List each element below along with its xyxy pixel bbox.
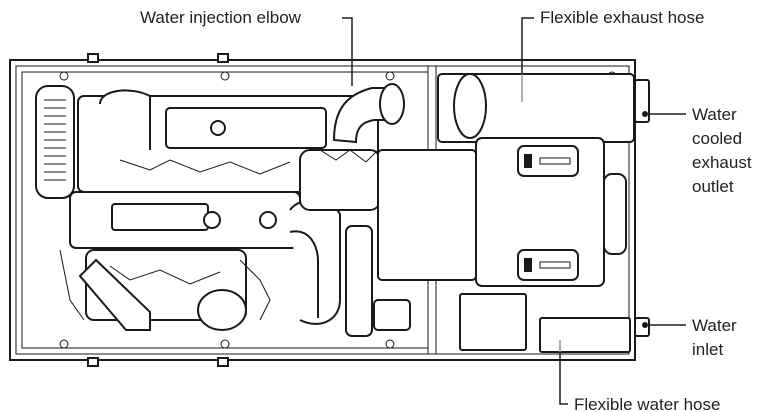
label-water-cooled-exhaust-outlet: Water cooled exhaust outlet — [692, 105, 756, 196]
label-water-injection-elbow: Water injection elbow — [140, 8, 302, 27]
leader-water-injection-elbow — [342, 17, 353, 86]
leader-flexible-water-hose — [559, 352, 568, 405]
leader-lines — [342, 17, 686, 405]
label-water-inlet-line: inlet — [692, 340, 723, 359]
label-water-cooled-exhaust-outlet-line: outlet — [692, 177, 734, 196]
label-water-inlet-line: Water — [692, 316, 737, 335]
label-flexible-exhaust-hose: Flexible exhaust hose — [540, 8, 704, 27]
leader-flexible-exhaust-hose — [521, 17, 534, 74]
generator-set-drawing — [9, 53, 650, 367]
label-water-inlet: Water inlet — [692, 316, 741, 359]
label-water-cooled-exhaust-outlet-line: exhaust — [692, 153, 752, 172]
label-water-cooled-exhaust-outlet-line: cooled — [692, 129, 742, 148]
label-water-cooled-exhaust-outlet-line: Water — [692, 105, 737, 124]
label-flexible-water-hose: Flexible water hose — [574, 395, 720, 412]
